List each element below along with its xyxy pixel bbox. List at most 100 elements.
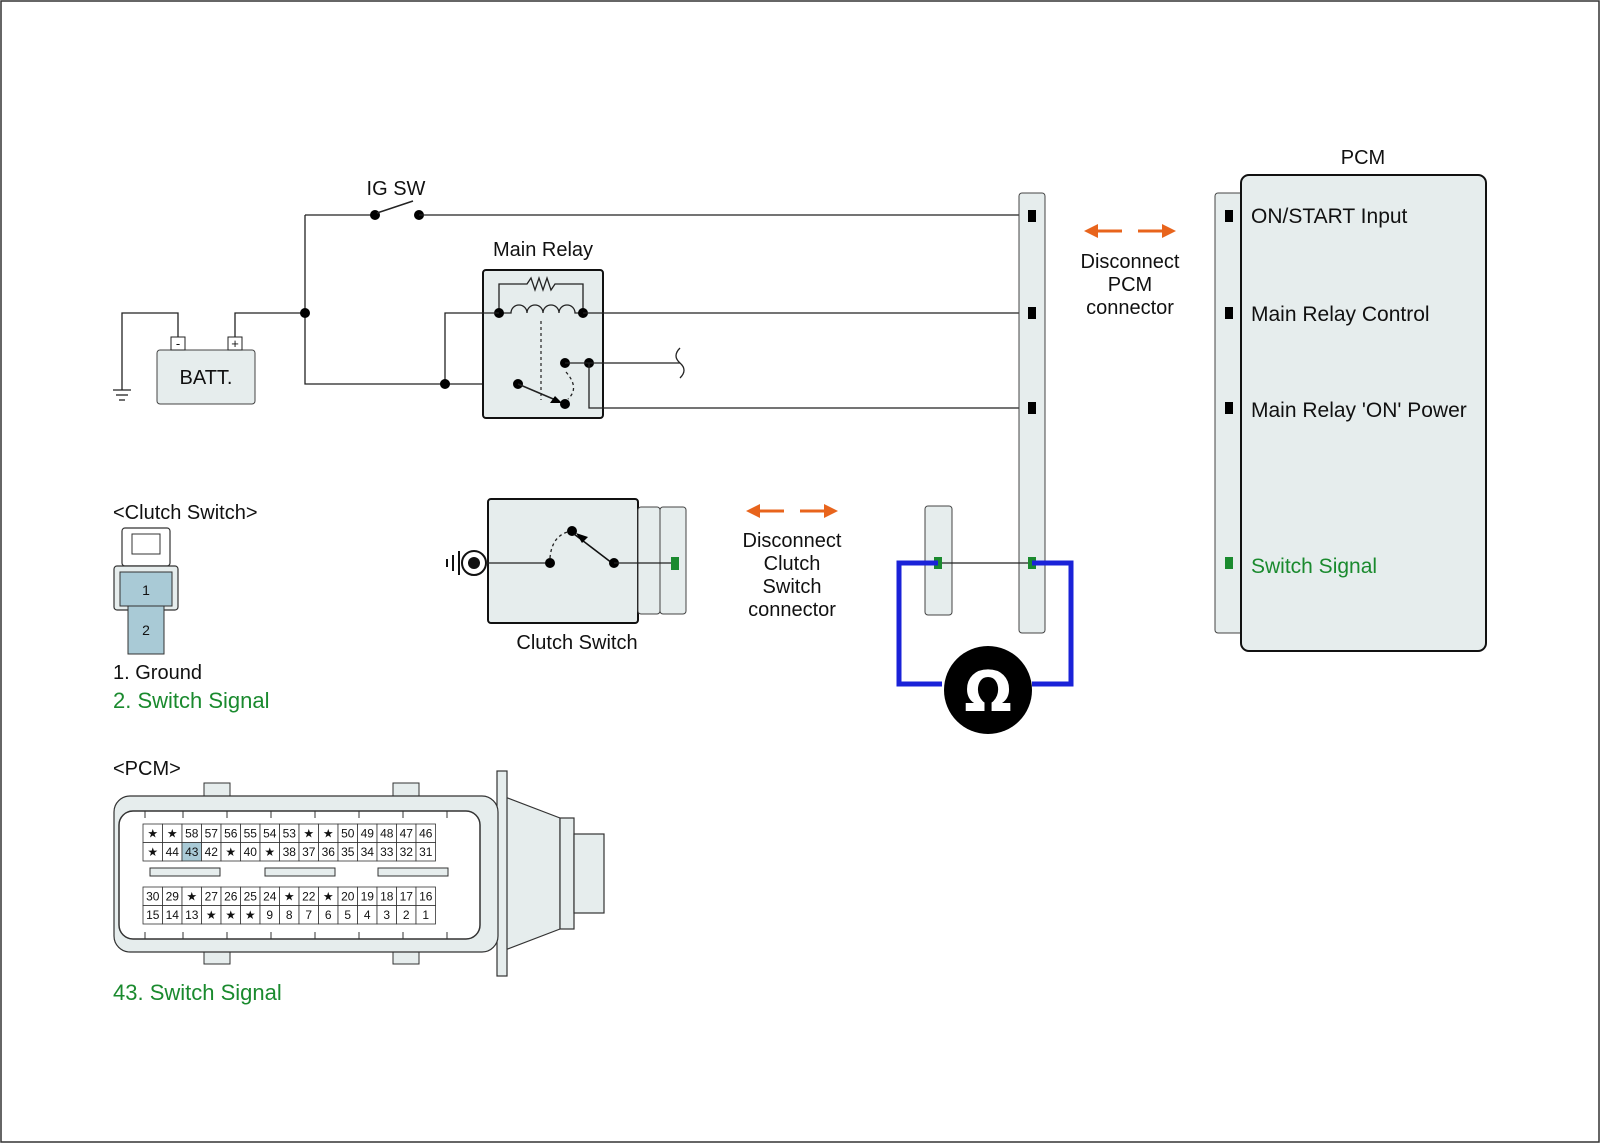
pcm-module: PCM ON/START Input Main Relay Control Ma… <box>1214 147 1487 652</box>
clutch-connector-pin1 <box>119 571 173 607</box>
pcm-pin-number: 36 <box>322 845 336 859</box>
pcm-pin-number: 57 <box>205 827 219 841</box>
pcm-pin-number: 50 <box>341 827 355 841</box>
unused-pin-star-icon: ★ <box>323 827 334 841</box>
pcm-pin-number: 27 <box>205 890 219 904</box>
disconnect-pcm-line1: Disconnect <box>1081 251 1180 273</box>
pcm-pin-label-on-start: ON/START Input <box>1251 205 1408 228</box>
unused-pin-star-icon: ★ <box>284 890 295 904</box>
relay-junction-dot <box>440 379 450 389</box>
pcm-back-shell-tab <box>573 833 605 914</box>
ohmmeter <box>944 646 1032 734</box>
relay-arrow-icon <box>550 396 562 403</box>
ground-icon <box>113 389 131 401</box>
pcm-pin-number: 18 <box>380 890 394 904</box>
disconnect-clutch-line3: Switch <box>763 576 822 598</box>
pcm-pin-number: 26 <box>224 890 238 904</box>
pcm-pin-label-main-relay-control: Main Relay Control <box>1251 303 1430 326</box>
pcm-pin-number: 35 <box>341 845 355 859</box>
arrow-left-icon <box>1084 224 1098 238</box>
ig-sw-contact-a <box>370 210 380 220</box>
main-relay-power-wire <box>588 363 1030 409</box>
harness-connector <box>1018 192 1046 634</box>
pcm-pin-number: 31 <box>419 845 433 859</box>
pcm-pin-number: 7 <box>305 908 312 922</box>
pcm-pin-number: 4 <box>364 908 371 922</box>
junction-dot <box>300 308 310 318</box>
pcm-pin-number: 55 <box>244 827 258 841</box>
pcm-pin-4 <box>1225 557 1233 569</box>
battery-body <box>156 349 256 405</box>
pcm-pin-number: 25 <box>244 890 258 904</box>
battery-minus-label: - <box>176 336 180 351</box>
pcm-pin-number: 9 <box>266 908 273 922</box>
relay-contact-blade <box>517 383 559 402</box>
disconnect-clutch-line2: Clutch <box>764 553 821 575</box>
unused-pin-star-icon: ★ <box>167 827 178 841</box>
ohm-icon: Ω <box>964 660 1012 725</box>
pcm-pin-number: 17 <box>400 890 414 904</box>
unused-pin-star-icon: ★ <box>323 890 334 904</box>
clutch-switch-connector <box>637 506 661 615</box>
pcm-pin-number: 2 <box>403 908 410 922</box>
battery-positive-wire <box>234 312 305 337</box>
pcm-pin-number: 42 <box>205 845 219 859</box>
clutch-connector-title: <Clutch Switch> <box>113 502 258 524</box>
pcm-pin-number: 1 <box>422 908 429 922</box>
pcm-pin-number: 19 <box>361 890 375 904</box>
clutch-connector-latch-inner <box>131 533 161 555</box>
wire-break-icon <box>675 347 685 379</box>
battery-label: BATT. <box>180 367 233 389</box>
harness-pin-2 <box>1028 307 1036 319</box>
unused-pin-star-icon: ★ <box>186 890 197 904</box>
pcm-pin-number: 32 <box>400 845 414 859</box>
pcm-pin-number: 16 <box>419 890 433 904</box>
pcm-pin-number: 54 <box>263 827 277 841</box>
clutch-arrow-icon <box>576 533 588 543</box>
ig-sw-label: IG SW <box>367 178 426 200</box>
battery-negative-terminal <box>170 336 186 351</box>
pcm-key-3 <box>377 867 449 877</box>
pcm-pin-number: 30 <box>146 890 160 904</box>
main-relay-body <box>482 269 604 419</box>
unused-pin-star-icon: ★ <box>264 845 275 859</box>
clutch-legend-ground: 1. Ground <box>113 662 202 684</box>
meter-lead-right <box>1032 560 1074 687</box>
pcm-title: PCM <box>1341 147 1385 169</box>
relay-coil-feed-wire <box>444 312 499 384</box>
disconnect-clutch-line1: Disconnect <box>743 530 842 552</box>
pcm-pin-number: 47 <box>400 827 414 841</box>
unused-pin-star-icon: ★ <box>147 845 158 859</box>
battery-group: - + BATT. <box>113 312 305 405</box>
pcm-key-2 <box>264 867 336 877</box>
pcm-pin-number: 24 <box>263 890 277 904</box>
pcm-back-shell-rim <box>559 817 575 930</box>
pcm-back-shell <box>504 796 561 951</box>
clutch-connector-pin1-label: 1 <box>142 582 150 598</box>
unused-pin-star-icon: ★ <box>206 908 217 922</box>
battery-plus-label: + <box>231 336 239 351</box>
pcm-pin-number: 48 <box>380 827 394 841</box>
chassis-ground-icon <box>446 550 487 576</box>
clutch-travel-arc <box>549 530 573 559</box>
clutch-connector-pin2-label: 2 <box>142 622 150 638</box>
meter-lead-left <box>896 560 942 687</box>
clutch-switch-label: Clutch Switch <box>516 632 637 654</box>
pcm-pin-number: 44 <box>166 845 180 859</box>
pcm-pin-number: 37 <box>302 845 316 859</box>
relay-coil-icon <box>499 304 583 314</box>
pcm-pin-number: 22 <box>302 890 316 904</box>
pcm-pin-number: 46 <box>419 827 433 841</box>
pcm-pin-label-switch-signal: Switch Signal <box>1251 555 1377 578</box>
disconnect-pcm-line2: PCM <box>1108 274 1152 296</box>
pcm-pin-number: 20 <box>341 890 355 904</box>
harness-pin-1 <box>1028 210 1036 222</box>
pcm-pin-1 <box>1225 210 1233 222</box>
main-relay-label: Main Relay <box>493 239 593 261</box>
arrow-right-icon <box>824 504 838 518</box>
pcm-pin-number: 33 <box>380 845 394 859</box>
pcm-pin-cell <box>415 905 436 925</box>
ig-sw-blade <box>376 200 414 214</box>
